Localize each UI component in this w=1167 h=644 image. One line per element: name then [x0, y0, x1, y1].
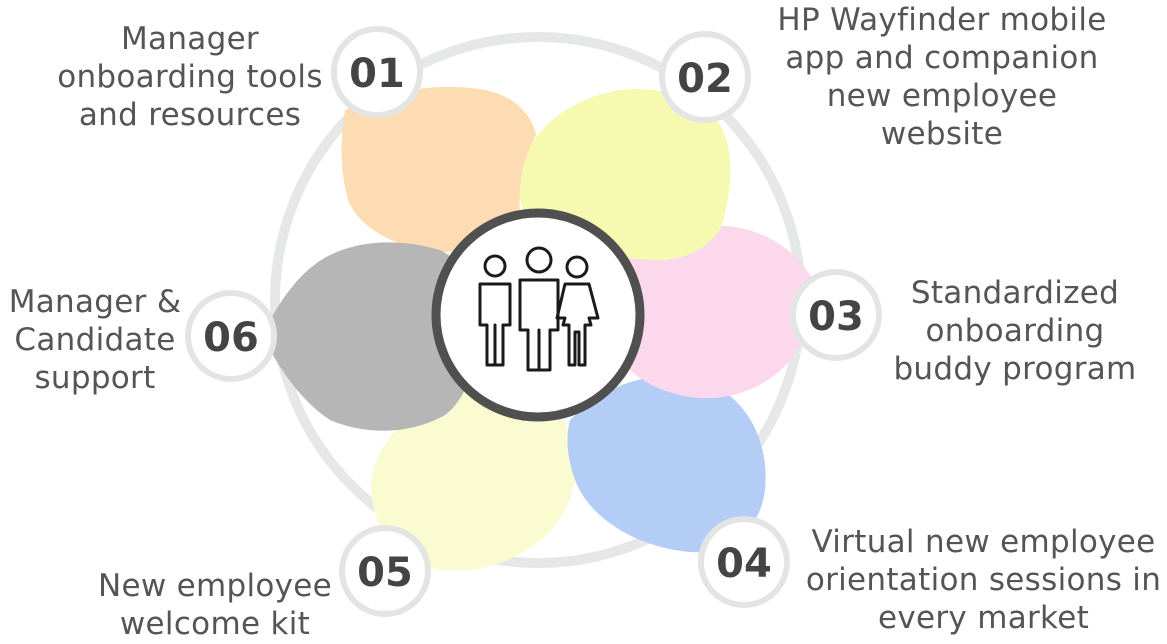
group-of-people-icon	[478, 246, 600, 372]
label-line: new employee	[826, 78, 1058, 114]
label-line: onboarding tools	[57, 59, 323, 95]
label-06: Manager & Candidate support	[0, 283, 190, 397]
badge-number: 05	[357, 550, 413, 596]
badge-01: 01	[331, 26, 423, 118]
label-01: Manager onboarding tools and resources	[40, 20, 340, 134]
label-line: every market	[877, 600, 1090, 636]
badge-04: 04	[698, 516, 790, 608]
badge-03: 03	[790, 269, 882, 361]
label-04: Virtual new employee orientation session…	[800, 523, 1167, 637]
label-line: buddy program	[893, 351, 1137, 387]
badge-06: 06	[185, 290, 277, 382]
badge-number: 06	[203, 315, 259, 361]
label-line: onboarding	[925, 313, 1105, 349]
label-line: Candidate	[14, 322, 176, 358]
label-05: New employee welcome kit	[85, 567, 345, 643]
label-line: HP Wayfinder mobile	[777, 2, 1107, 38]
label-line: orientation sessions in	[805, 562, 1162, 598]
petal-03	[601, 225, 816, 399]
label-line: and resources	[78, 97, 302, 133]
label-line: support	[34, 360, 156, 396]
label-02: HP Wayfinder mobile app and companion ne…	[752, 1, 1132, 153]
petal-04	[567, 376, 766, 553]
badge-number: 01	[349, 51, 405, 97]
label-03: Standardized onboarding buddy program	[880, 274, 1150, 388]
label-line: Manager &	[8, 284, 182, 320]
badge-05: 05	[339, 525, 431, 617]
label-line: Virtual new employee	[811, 524, 1156, 560]
label-line: website	[880, 116, 1004, 152]
label-line: Standardized	[910, 275, 1120, 311]
label-line: app and companion	[785, 40, 1099, 76]
center-circle	[431, 208, 645, 422]
badge-number: 04	[716, 541, 772, 587]
petal-05	[371, 384, 575, 571]
petal-06	[262, 242, 479, 431]
label-line: welcome kit	[119, 606, 311, 642]
label-line: Manager	[121, 21, 259, 57]
badge-number: 02	[677, 56, 733, 102]
badge-02: 02	[659, 31, 751, 123]
label-line: New employee	[97, 568, 333, 604]
petal-01	[341, 86, 536, 252]
badge-number: 03	[808, 294, 864, 340]
